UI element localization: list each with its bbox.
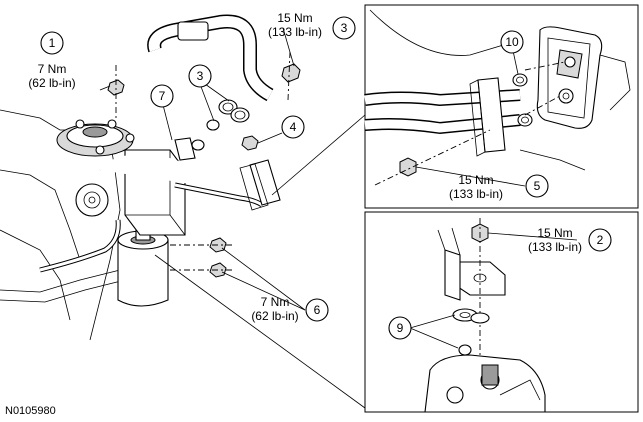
- callout-9: 9: [388, 316, 412, 340]
- svg-text:1: 1: [49, 36, 56, 50]
- svg-text:4: 4: [290, 120, 297, 134]
- detail-view-fitting: [364, 4, 639, 209]
- svg-text:(133 lb-in): (133 lb-in): [449, 187, 503, 201]
- svg-text:(62 lb-in): (62 lb-in): [28, 76, 75, 90]
- callout-7: 7: [150, 84, 174, 108]
- svg-text:7 Nm: 7 Nm: [261, 295, 290, 309]
- callout-5: 15 Nm (133 lb-in) 5: [449, 173, 549, 201]
- svg-text:3: 3: [197, 69, 204, 83]
- figure-id: N0105980: [5, 405, 56, 417]
- detail-view-bolt: [364, 211, 639, 413]
- svg-text:(62 lb-in): (62 lb-in): [251, 309, 298, 323]
- svg-text:6: 6: [314, 303, 321, 317]
- svg-text:15 Nm: 15 Nm: [458, 173, 493, 187]
- callout-2-number: 2: [597, 233, 604, 247]
- svg-text:(133 lb-in): (133 lb-in): [528, 240, 582, 254]
- svg-text:7: 7: [159, 89, 166, 103]
- svg-text:3: 3: [341, 21, 348, 35]
- callout-3-orings: 3: [188, 64, 212, 88]
- callout-3-torque: 15 Nm (133 lb-in) 3: [268, 11, 356, 40]
- main-assembly-view: [0, 14, 301, 341]
- leader-lines: [99, 27, 578, 409]
- svg-text:10: 10: [505, 35, 519, 49]
- svg-text:9: 9: [397, 321, 404, 335]
- svg-text:15 Nm: 15 Nm: [537, 226, 572, 240]
- svg-text:7 Nm: 7 Nm: [38, 62, 67, 76]
- callout-1: 1 7 Nm (62 lb-in): [28, 31, 76, 90]
- svg-text:5: 5: [534, 179, 541, 193]
- svg-text:(133 lb-in): (133 lb-in): [268, 25, 322, 39]
- callout-2: 15 Nm (133 lb-in) 2: [528, 226, 612, 254]
- svg-text:15 Nm: 15 Nm: [277, 11, 312, 25]
- callout-4: 4: [281, 115, 305, 139]
- callout-6: 7 Nm (62 lb-in) 6: [251, 295, 329, 323]
- callout-10: 10: [500, 30, 524, 54]
